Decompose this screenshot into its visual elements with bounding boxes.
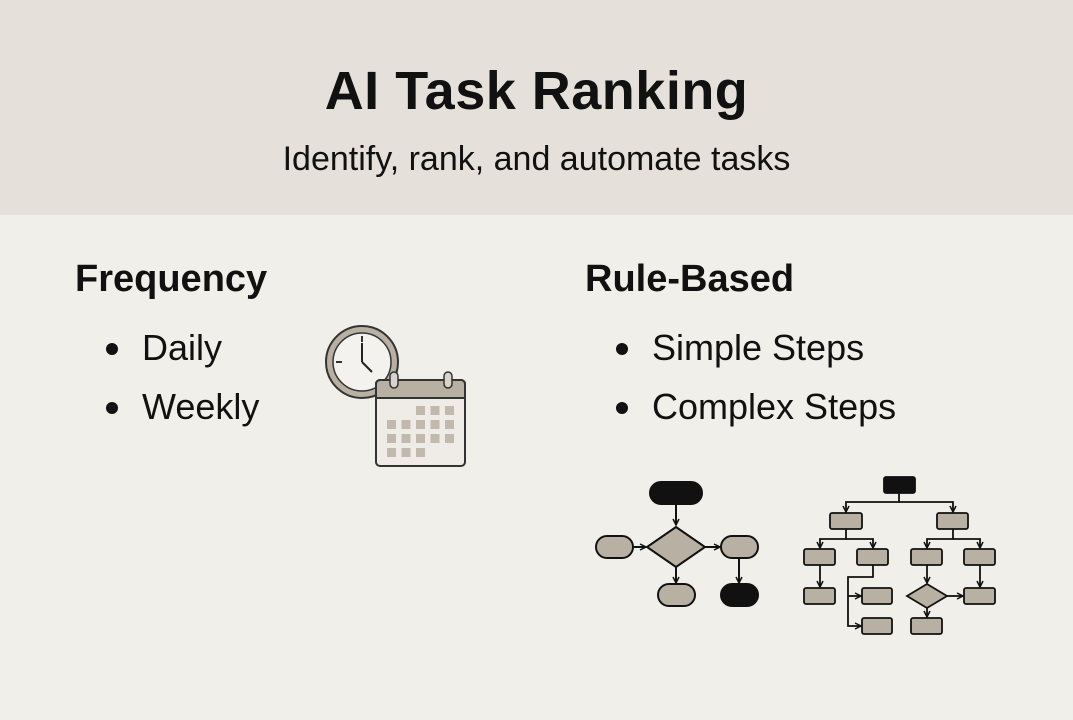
page-subtitle: Identify, rank, and automate tasks xyxy=(282,140,791,178)
calendar-day-cell xyxy=(416,406,425,415)
complex-flowchart-icon xyxy=(803,476,996,635)
calendar-day-cell xyxy=(430,434,440,443)
frequency-list: Daily Weekly xyxy=(106,326,259,444)
calendar-day-cell xyxy=(401,420,411,429)
calendar-icon xyxy=(375,371,466,467)
clock-icon xyxy=(325,325,399,399)
calendar-day-cell xyxy=(387,434,396,443)
calendar-day-cell xyxy=(430,406,440,415)
header-banner: AI Task Ranking Identify, rank, and auto… xyxy=(0,0,1073,215)
list-item: Weekly xyxy=(106,385,259,444)
rule-based-heading: Rule-Based xyxy=(585,258,795,300)
calendar-day-cell xyxy=(387,448,396,457)
frequency-heading: Frequency xyxy=(75,258,268,300)
calendar-day-cell xyxy=(445,420,454,429)
calendar-day-cell xyxy=(401,434,411,443)
calendar-day-cell xyxy=(401,448,411,457)
calendar-day-cell xyxy=(416,448,425,457)
clock-calendar-icon xyxy=(325,325,466,467)
calendar-day-cell xyxy=(445,406,454,415)
list-item: Simple Steps xyxy=(616,326,896,385)
list-item: Daily xyxy=(106,326,259,385)
list-item: Complex Steps xyxy=(616,385,896,444)
page-title: AI Task Ranking xyxy=(324,61,749,121)
calendar-day-cell xyxy=(416,434,425,443)
calendar-day-cell xyxy=(430,420,440,429)
rule-based-list: Simple Steps Complex Steps xyxy=(616,326,896,444)
calendar-day-cell xyxy=(445,434,454,443)
calendar-day-cell xyxy=(387,420,396,429)
simple-flowchart-icon xyxy=(595,481,759,607)
calendar-day-cell xyxy=(416,420,425,429)
